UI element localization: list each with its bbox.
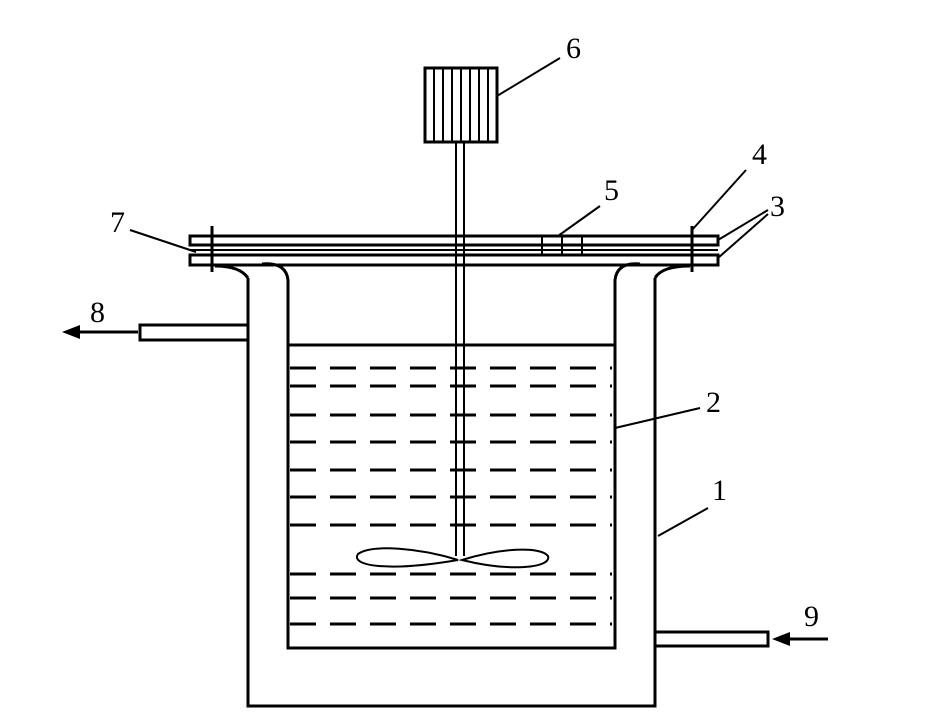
label-vessel: 2 [706, 386, 721, 419]
outlet-pipe [138, 323, 248, 342]
label-bolt: 4 [752, 138, 767, 171]
label-motor: 6 [566, 32, 581, 65]
impeller-blade-left [355, 547, 459, 568]
outlet-arrow [62, 325, 138, 339]
label-flange: 3 [770, 190, 785, 223]
outer-jacket [246, 278, 657, 708]
upper-flange [188, 234, 720, 247]
label-inlet: 9 [804, 600, 819, 633]
leader-7 [129, 229, 197, 253]
leader-6 [496, 57, 561, 97]
inlet-pipe [655, 630, 770, 648]
impeller-blade-right [458, 548, 550, 569]
jacket-shoulder-right [653, 264, 691, 279]
leader-5 [557, 205, 601, 237]
label-jacket: 1 [712, 474, 727, 507]
leader-4 [691, 169, 747, 231]
inlet-arrow [772, 632, 828, 646]
label-gasket: 7 [110, 206, 125, 239]
leader-3b [717, 213, 769, 259]
lower-flange [188, 253, 720, 267]
label-outlet: 8 [90, 296, 105, 329]
liquid-dashes [290, 366, 612, 626]
leader-1 [657, 507, 709, 537]
leader-2 [614, 407, 701, 429]
leader-3a [717, 209, 769, 241]
jacket-shoulder-left [214, 264, 250, 279]
motor-ribs [433, 68, 489, 142]
label-lid: 5 [604, 174, 619, 207]
inner-vessel [261, 262, 641, 650]
